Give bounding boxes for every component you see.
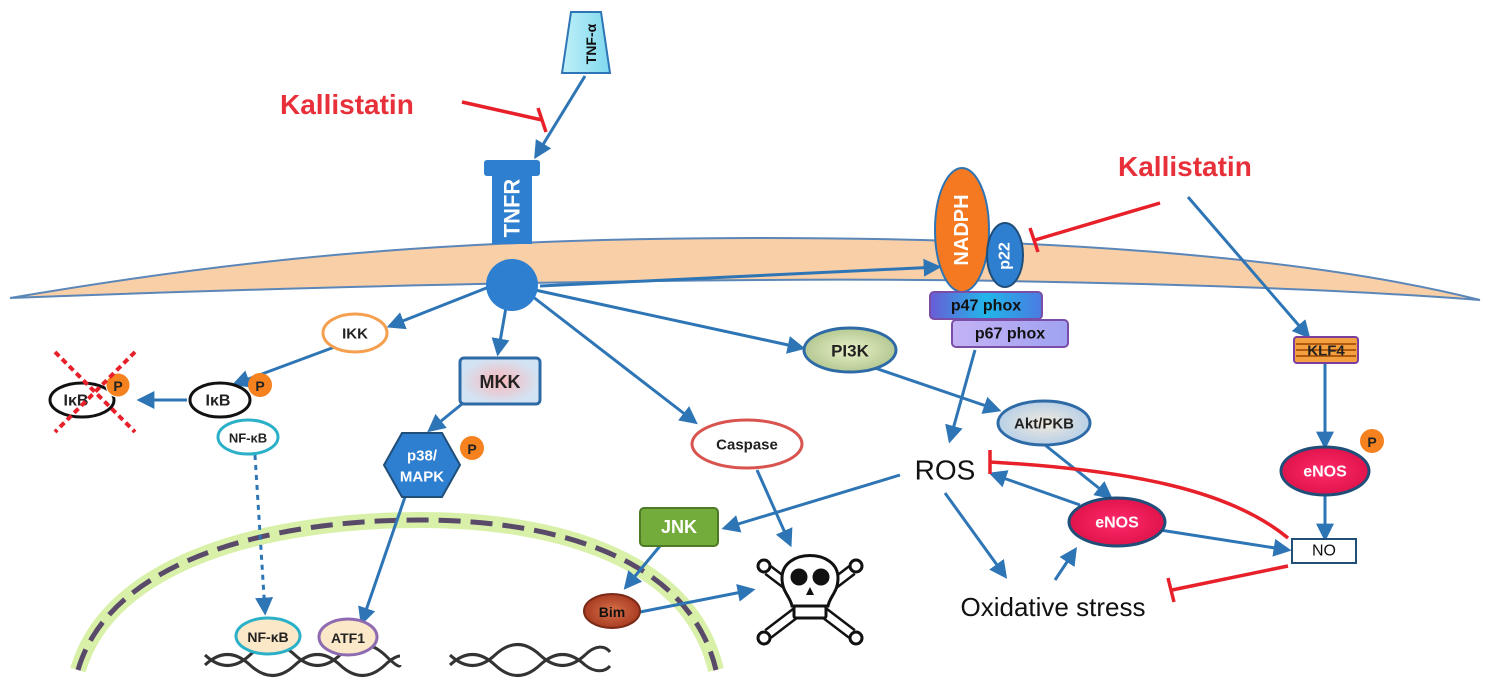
arrow-mkk-to-p38 xyxy=(427,402,463,433)
svg-text:P: P xyxy=(255,378,264,394)
svg-text:eNOS: eNOS xyxy=(1303,464,1347,481)
enos-right-node: eNOS P xyxy=(1279,429,1384,497)
pi3k-node: PI3K xyxy=(802,326,898,374)
no-node: NO xyxy=(1291,538,1357,564)
svg-text:Caspase: Caspase xyxy=(716,437,778,454)
inhibit-tnf-binding xyxy=(461,100,548,133)
nfkb-cytoplasm-label: NF-κB xyxy=(229,431,267,446)
nfkb-nucleus-label: NF-κB xyxy=(247,629,288,645)
svg-text:eNOS: eNOS xyxy=(1095,515,1139,532)
arrow-pi3k-to-akt xyxy=(871,365,1002,414)
inhibit-oxidative-by-no xyxy=(1166,564,1289,603)
svg-text:NO: NO xyxy=(1312,543,1336,560)
tnf-alpha-label: TNF-α xyxy=(583,23,599,64)
svg-text:Akt/PKB: Akt/PKB xyxy=(1014,416,1074,433)
dna-icon xyxy=(203,643,612,677)
nfkb-nucleus-node: NF-κB xyxy=(234,616,302,656)
red-x-icon xyxy=(53,350,137,434)
cell-membrane xyxy=(9,236,1481,301)
svg-text:KLF4: KLF4 xyxy=(1307,343,1345,360)
arrow-jnk-to-bim xyxy=(623,545,662,590)
arrow-nfkb-translocation xyxy=(253,454,274,616)
p67-phox-label: p67 phox xyxy=(975,326,1045,343)
arrow-enos-to-no xyxy=(1159,528,1292,557)
arrow-caspase-to-death xyxy=(755,469,793,548)
svg-text:IκB: IκB xyxy=(206,393,231,410)
ikk-node: IKK xyxy=(321,312,389,354)
svg-text:PI3K: PI3K xyxy=(831,342,870,361)
inhibit-ros-by-no xyxy=(988,450,1290,540)
arrow-kallistatin-to-klf4 xyxy=(1186,196,1311,339)
arrow-ros-to-jnk xyxy=(721,473,901,533)
svg-text:MKK: MKK xyxy=(480,372,521,392)
p47-phox-label: p47 phox xyxy=(951,298,1021,315)
arrow-to-pi3k xyxy=(534,288,806,354)
nadph-label: NADPH xyxy=(951,194,973,265)
caspase-node: Caspase xyxy=(690,418,804,470)
svg-text:P: P xyxy=(467,441,476,457)
svg-text:MAPK: MAPK xyxy=(400,469,444,486)
jnk-node: JNK xyxy=(639,507,719,547)
svg-text:JNK: JNK xyxy=(661,517,697,537)
svg-text:P: P xyxy=(113,378,122,394)
bim-node: Bim xyxy=(583,593,641,629)
kallistatin-label-top: Kallistatin xyxy=(280,89,414,120)
nadph-oxidase-complex: NADPH p22 p47 phox p67 phox xyxy=(929,167,1069,348)
p22-label: p22 xyxy=(997,242,1014,270)
tnfr-adaptor-node xyxy=(486,259,538,311)
arrow-enos-to-ros xyxy=(988,470,1081,507)
svg-text:p38/: p38/ xyxy=(407,448,438,465)
tnf-alpha-ligand: TNF-α xyxy=(560,11,612,74)
svg-text:P: P xyxy=(1367,434,1376,450)
arrow-to-caspase xyxy=(527,291,698,425)
inhibit-p22 xyxy=(1028,201,1161,253)
nucleus-envelope xyxy=(75,517,719,671)
ikb-nfkb-complex: IκB P NF-κB xyxy=(188,373,280,456)
atf1-node: ATF1 xyxy=(317,617,379,657)
arrow-ros-to-oxidative xyxy=(943,492,1008,579)
svg-text:Bim: Bim xyxy=(599,604,625,620)
akt-pkb-node: Akt/PKB xyxy=(996,399,1092,447)
tnfr-receptor: TNFR xyxy=(484,160,540,311)
ikb-degraded-node: IκB P xyxy=(48,350,137,434)
klf4-node: KLF4 xyxy=(1293,336,1359,364)
arrow-bim-to-death xyxy=(639,583,756,614)
arrow-oxidative-to-enos xyxy=(1053,547,1077,581)
arrow-to-ikk xyxy=(386,283,495,330)
svg-text:IKK: IKK xyxy=(342,326,368,343)
oxidative-stress-label: Oxidative stress xyxy=(961,592,1146,622)
arrow-tnf-to-tnfr xyxy=(534,75,587,160)
kallistatin-label-right: Kallistatin xyxy=(1118,151,1252,182)
skull-crossbones-icon xyxy=(756,554,864,646)
enos-center-node: eNOS xyxy=(1067,496,1167,548)
arrow-p38-to-atf1 xyxy=(358,496,407,626)
p38-mapk-node: p38/ MAPK P xyxy=(382,432,484,498)
tnfr-label: TNFR xyxy=(500,179,525,238)
arrow-p67-to-ros xyxy=(945,349,977,444)
mkk-node: MKK xyxy=(458,356,542,406)
ros-label: ROS xyxy=(915,455,976,486)
arrow-to-nadph xyxy=(539,258,942,288)
svg-text:ATF1: ATF1 xyxy=(331,630,365,646)
